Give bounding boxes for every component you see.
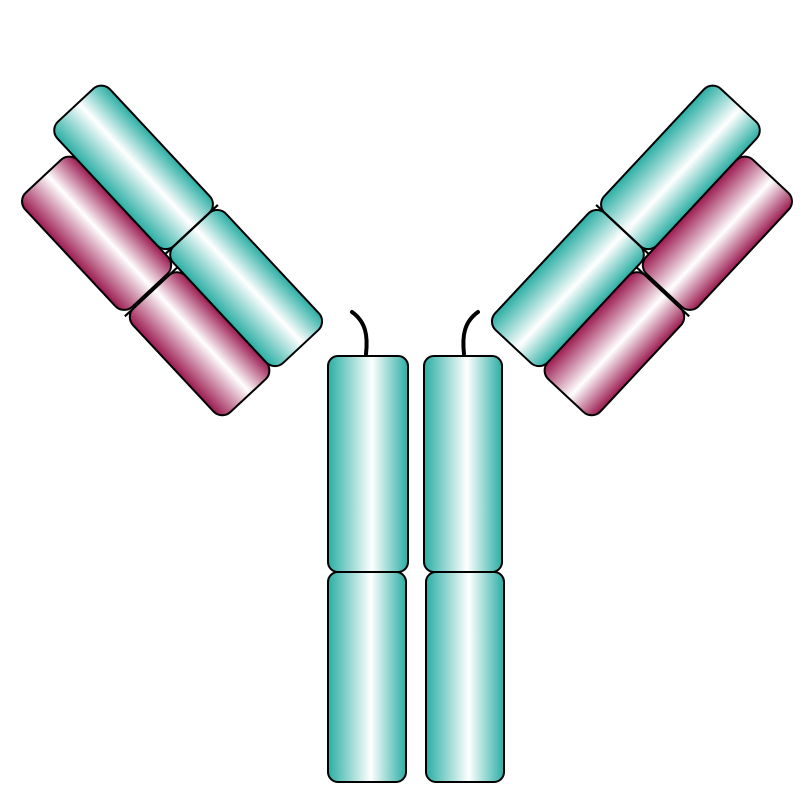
fab-arm-right <box>487 81 812 421</box>
fab-arm-left <box>0 81 327 421</box>
fc-stem-left <box>328 356 408 782</box>
hinge-left <box>352 312 367 354</box>
fc-left-lower-domain <box>328 572 406 782</box>
fc-left-upper-domain <box>328 356 408 572</box>
fc-right-lower-domain <box>426 572 504 782</box>
fc-right-upper-domain <box>424 356 502 572</box>
hinge-right <box>463 312 478 354</box>
fc-stem-right <box>424 356 504 782</box>
